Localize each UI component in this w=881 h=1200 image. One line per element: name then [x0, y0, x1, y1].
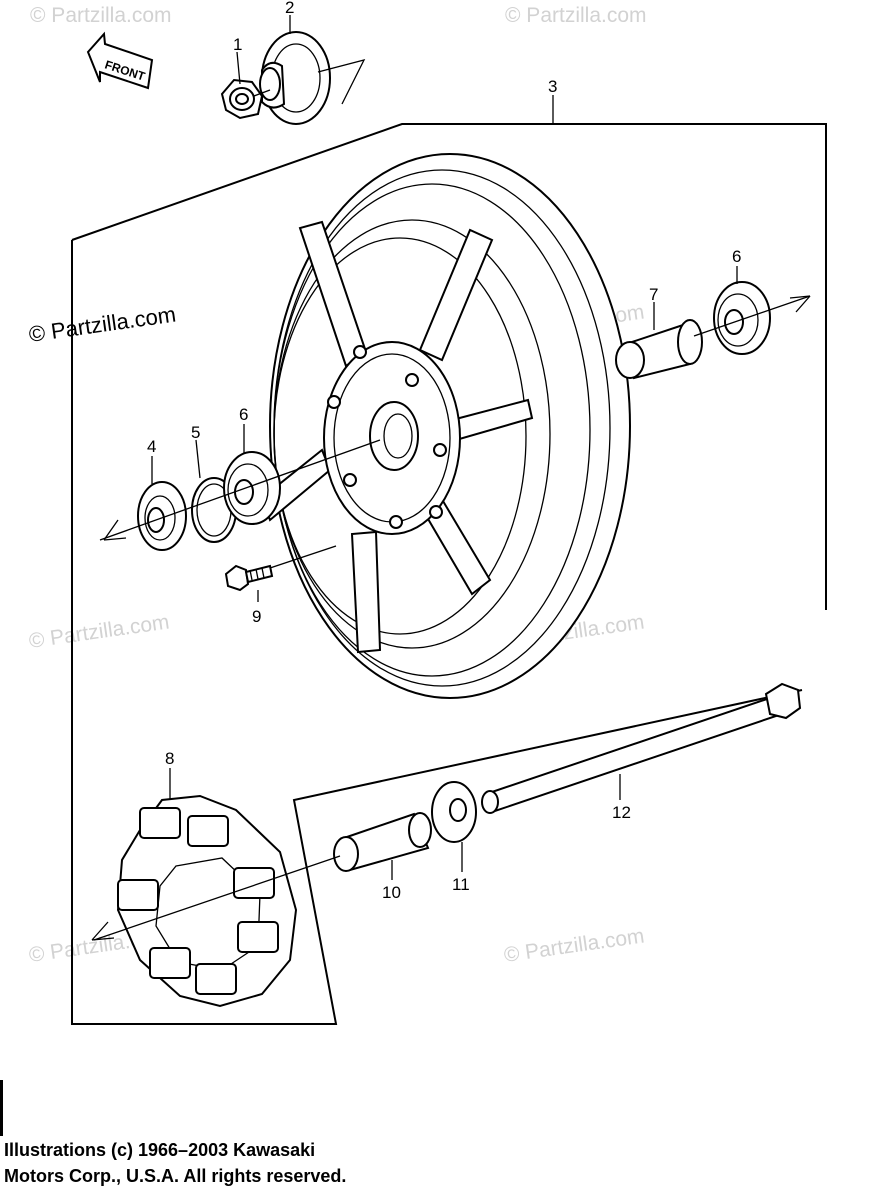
watermark: © Partzilla.com	[27, 610, 170, 652]
wheel-part	[260, 153, 631, 699]
callout-11: 11	[452, 875, 470, 894]
callout-2: 2	[285, 0, 294, 17]
callout-3: 3	[548, 77, 557, 96]
callout-6b: 6	[732, 247, 741, 266]
nut-part	[220, 78, 264, 120]
callout-6a: 6	[239, 405, 248, 424]
copyright-line-2: Motors Corp., U.S.A. All rights reserved…	[4, 1166, 347, 1186]
copyright-line-1: Illustrations (c) 1966–2003 Kawasaki	[4, 1140, 316, 1160]
bolt-part	[224, 564, 274, 592]
callout-9: 9	[252, 607, 261, 626]
callout-5: 5	[191, 423, 200, 442]
watermark-dark: © Partzilla.com	[27, 302, 177, 347]
callout-7: 7	[649, 285, 658, 304]
copyright-notice: Illustrations (c) 1966–2003 Kawasaki Mot…	[4, 1137, 346, 1189]
collar-part	[253, 31, 366, 125]
watermark: © Partzilla.com	[30, 4, 172, 27]
callout-labels: 1 2 3 4 5 6 6 7 8 9 10 11 12	[147, 0, 741, 902]
spacer-part	[615, 319, 703, 380]
bearing-part	[713, 281, 771, 355]
oil-seal-part	[137, 481, 187, 551]
washer-part	[431, 781, 477, 843]
callout-10: 10	[382, 883, 401, 902]
bearing-part	[223, 451, 281, 525]
margin-bar	[0, 1080, 3, 1136]
callout-4: 4	[147, 437, 156, 456]
front-arrow-icon: FRONT	[86, 31, 154, 90]
callout-1: 1	[233, 35, 242, 54]
callout-8: 8	[165, 749, 174, 768]
leader-lines	[91, 15, 811, 941]
assembly-outline	[71, 123, 827, 1025]
axle-part	[481, 682, 802, 814]
collar-sleeve-part	[333, 812, 432, 872]
watermark: © Partzilla.com	[505, 4, 647, 27]
callout-12: 12	[612, 803, 631, 822]
watermark: © Partzilla.com	[502, 924, 645, 966]
